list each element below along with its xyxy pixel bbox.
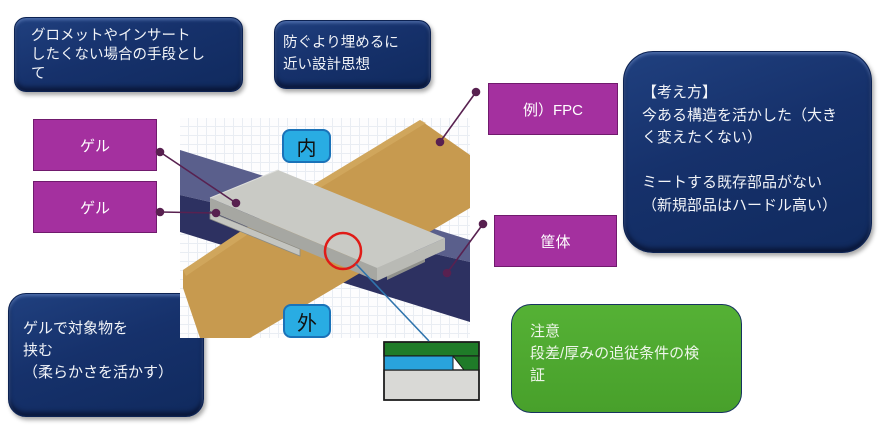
callout-gel-method: ゲルで対象物を 挟む （柔らかさを活かす）	[8, 293, 204, 417]
callout-caution: 注意 段差/厚みの追従条件の検 証	[511, 304, 742, 413]
fpc-strip-edge-highlight	[183, 120, 426, 276]
callout-caution-text: 注意 段差/厚みの追従条件の検 証	[530, 323, 700, 384]
label-gel-top-text: ゲル	[79, 137, 110, 155]
layer-blue	[383, 355, 454, 371]
label-fpc-text: 例）FPC	[522, 101, 583, 119]
label-gel-top: ゲル	[33, 119, 157, 171]
label-fpc: 例）FPC	[488, 83, 618, 135]
layer-green-top	[383, 341, 480, 357]
layer-diagram-border	[383, 341, 480, 401]
gel-lower-layer	[209, 211, 301, 257]
label-chassis: 筐体	[494, 215, 617, 267]
connector-dot	[478, 219, 488, 229]
connector-dot	[155, 207, 165, 217]
connector-dot	[471, 87, 481, 97]
connector-dot	[155, 147, 165, 157]
label-gel-bottom-text: ゲル	[79, 199, 110, 217]
layer-stack-diagram	[383, 341, 480, 401]
callout-design-philosophy: 防ぐより埋めるに 近い設計思想	[274, 20, 431, 89]
label-gel-bottom: ゲル	[33, 181, 157, 233]
callout-grommet-insert: グロメットやインサート したくない場合の手段とし て	[14, 17, 243, 92]
callout-philosophy-text: 防ぐより埋めるに 近い設計思想	[283, 35, 399, 74]
gel-plate-top-face	[210, 170, 445, 268]
label-inside: 内	[282, 129, 331, 163]
label-outside: 外	[283, 304, 331, 338]
layer-gray	[383, 369, 480, 401]
callout-grommet-text: グロメットやインサート したくない場合の手段とし て	[31, 28, 205, 83]
label-inside-text: 内	[296, 137, 317, 160]
callout-thinking: 【考え方】 今ある構造を活かした（大き く変えたくない） ミートする既存部品がな…	[623, 51, 872, 253]
callout-thinking-text: 【考え方】 今ある構造を活かした（大き く変えたくない） ミートする既存部品がな…	[642, 84, 838, 214]
label-chassis-text: 筐体	[540, 233, 571, 251]
layer-green-right	[451, 355, 480, 371]
label-outside-text: 外	[297, 312, 317, 335]
callout-gel-method-text: ゲルで対象物を 挟む （柔らかさを活かす）	[23, 320, 174, 381]
